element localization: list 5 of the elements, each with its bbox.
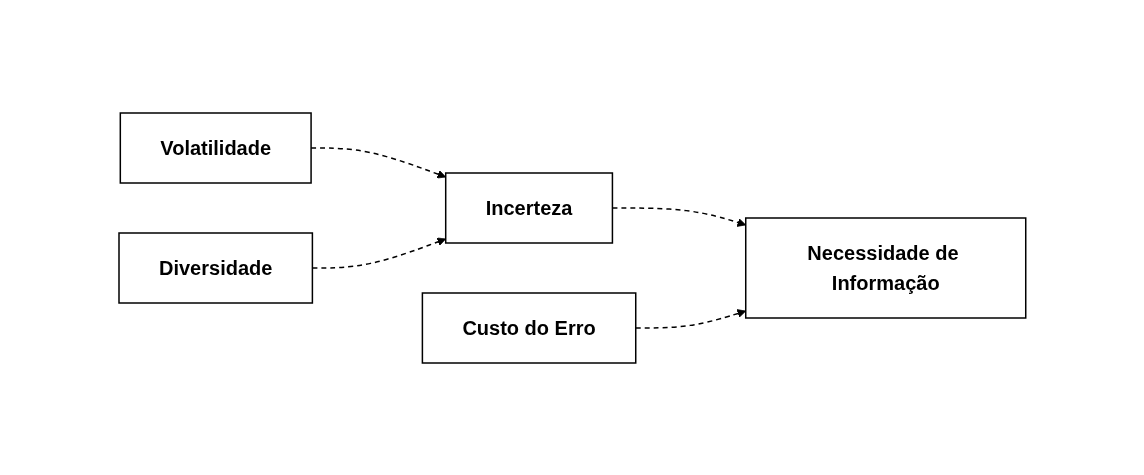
node-box: Volatilidade (119, 111, 312, 184)
node-box: Diversidade (117, 231, 313, 304)
node-box: Necessidade de Informação (744, 216, 1027, 319)
node-box: Incerteza (444, 171, 613, 244)
node-box: Custo do Erro (421, 291, 637, 364)
